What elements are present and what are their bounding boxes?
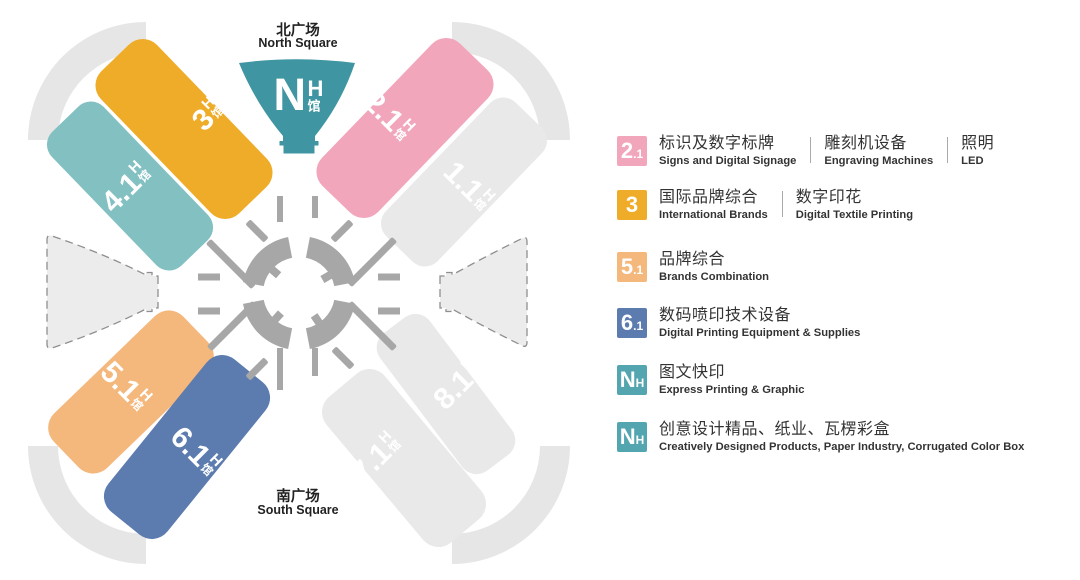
- corner-bands: [28, 22, 570, 564]
- svg-text:南广场: 南广场: [276, 487, 320, 505]
- west-plaza: [46, 234, 159, 349]
- hall-nh: [239, 59, 355, 154]
- svg-text:N: N: [274, 69, 307, 120]
- halls: [46, 37, 548, 548]
- side-plazas: [46, 234, 528, 349]
- svg-text:H: H: [308, 76, 324, 101]
- legend: 2.1 标识及数字标牌 Signs and Digital Signage 雕刻…: [617, 135, 1077, 466]
- hall-6.1: [103, 355, 271, 539]
- hall-4.1: [46, 101, 214, 271]
- legend-row-3: 3 国际品牌综合 International Brands 数字印花 Digit…: [617, 189, 914, 222]
- svg-text:South Square: South Square: [257, 503, 338, 517]
- expo-floor-map: 1.1 H 馆 2.1 H 馆 3 H 馆 4.1 H 馆 5.1 H 馆 6.…: [28, 21, 570, 564]
- north-square-label: 北广场 North Square: [258, 21, 337, 50]
- legend-badge-6.1: 6.1: [617, 308, 647, 338]
- hall-1.1: [380, 97, 548, 267]
- legend-badge-3: 3: [617, 190, 647, 220]
- legend-row-5.1: 5.1 品牌综合 Brands Combination: [617, 251, 770, 284]
- hall-5.1: [48, 310, 214, 474]
- south-square-label: 南广场 South Square: [257, 487, 338, 517]
- legend-badge-2.1: 2.1: [617, 136, 647, 166]
- central-hub: [198, 196, 400, 390]
- legend-group: 图文快印 Express Printing & Graphic: [659, 364, 805, 396]
- hall-8.1: [376, 313, 516, 475]
- legend-group: 雕刻机设备 Engraving Machines: [824, 135, 934, 167]
- legend-row-2.1: 2.1 标识及数字标牌 Signs and Digital Signage 雕刻…: [617, 135, 995, 168]
- corner-band-ne: [452, 22, 570, 140]
- east-plaza: [439, 236, 528, 347]
- legend-group: 数码喷印技术设备 Digital Printing Equipment & Su…: [659, 307, 861, 339]
- corner-band-nw: [28, 22, 146, 140]
- svg-text:North Square: North Square: [258, 36, 337, 50]
- legend-badge-5.1: 5.1: [617, 252, 647, 282]
- legend-group: 国际品牌综合 International Brands: [659, 189, 768, 221]
- hall-2.1: [316, 37, 494, 219]
- legend-separator: [781, 191, 783, 217]
- legend-row-6.1: 6.1 数码喷印技术设备 Digital Printing Equipment …: [617, 307, 861, 340]
- corner-band-sw: [28, 446, 146, 564]
- legend-group: 数字印花 Digital Textile Printing: [795, 189, 914, 221]
- legend-group: 品牌综合 Brands Combination: [659, 251, 770, 283]
- svg-text:馆: 馆: [308, 99, 321, 114]
- legend-separator: [810, 137, 812, 163]
- legend-group: 标识及数字标牌 Signs and Digital Signage: [659, 135, 797, 167]
- corner-band-se: [452, 446, 570, 564]
- svg-text:北广场: 北广场: [276, 21, 320, 39]
- legend-group: 照明 LED: [961, 135, 995, 167]
- legend-separator: [947, 137, 949, 163]
- legend-group: 创意设计精品、纸业、瓦楞彩盒 Creatively Designed Produ…: [659, 421, 1025, 453]
- hall-label-nh: N H 馆: [274, 69, 324, 120]
- hall-3: [95, 38, 273, 220]
- hall-7.1: [322, 368, 486, 548]
